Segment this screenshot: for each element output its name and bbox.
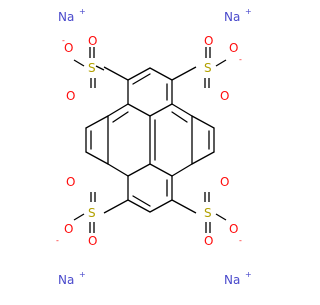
bond [127,103,151,117]
bond [127,67,151,81]
sulfur-label: S [204,206,212,220]
c-s-bonds [103,66,197,214]
double-bond [112,111,129,123]
sodium-charge: + [79,7,86,16]
bond [171,66,197,81]
oxygen-label: O [66,89,75,103]
double-bond [132,195,151,207]
oxygen-label: O [66,175,75,189]
bond [149,67,173,81]
bond [73,59,85,67]
s-o-bonds [73,47,227,233]
oxygen-label: O [64,222,73,236]
sulfur-label: S [204,61,212,75]
oxygen-label: O [220,175,229,189]
bond [73,213,85,221]
oxygen-charge: - [239,55,242,64]
oxygen-charge: - [239,236,242,245]
oxygen-label: O [220,89,229,103]
bond [127,163,151,177]
oxygen-label: O [88,234,97,248]
bond [149,199,173,213]
atom-labels: Na + Na + Na + Na + S S S S O - O O O O … [56,7,252,287]
double-bond [171,111,188,123]
oxygen-label: O [229,41,238,55]
molecule-structure: Na + Na + Na + Na + S S S S O - O O O O … [56,7,252,287]
bond [215,59,227,67]
bond [127,199,151,213]
bond [171,103,193,117]
bond [85,151,109,165]
oxygen-charge: - [56,236,59,245]
oxygen-label: O [204,34,213,48]
sodium-charge: + [79,270,86,279]
bond [107,103,129,117]
bond [103,66,129,81]
oxygen-label: O [88,34,97,48]
oxygen-label: O [204,234,213,248]
sodium-label: Na [58,273,74,287]
bond [95,65,105,71]
bond [171,163,193,177]
sulfur-label: S [88,206,96,220]
structure-diagram: Na + Na + Na + Na + S S S S O - O O O O … [56,7,252,287]
sodium-charge: + [245,7,252,16]
bond [191,115,215,129]
double-bond [132,73,151,85]
sodium-label: Na [58,10,74,24]
sodium-label: Na [224,273,240,287]
bond [191,151,215,165]
carbon-skeleton [85,67,215,213]
bond [107,163,129,177]
bond [85,115,109,129]
sodium-charge: + [245,270,252,279]
bond [171,199,197,214]
bond [103,199,129,214]
bond [149,163,173,177]
bond [149,103,173,117]
sodium-label: Na [224,10,240,24]
oxygen-label: O [229,222,238,236]
oxygen-charge: - [62,36,65,45]
oxygen-label: O [64,41,73,55]
bond [215,213,227,221]
sulfur-label: S [88,61,96,75]
